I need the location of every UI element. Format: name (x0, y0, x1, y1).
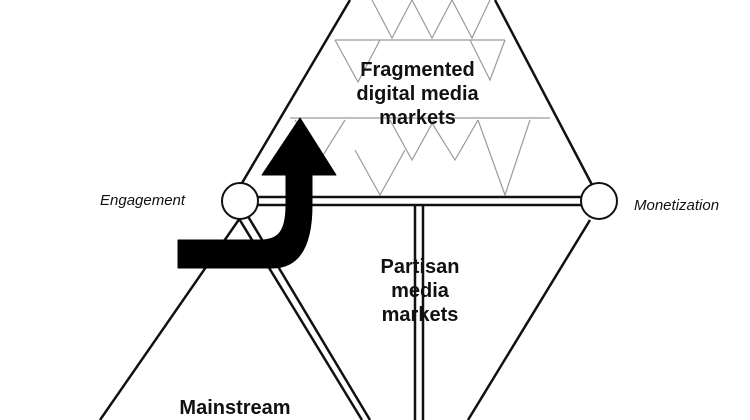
fragmented-label-line-2: digital media (356, 83, 479, 105)
mainstream-label-line-1: Mainstream (179, 397, 291, 419)
partisan-label-line-2: media (391, 280, 449, 302)
top-triangle-right-edge (493, 0, 602, 201)
engagement-label: Engagement (100, 192, 186, 209)
partisan-label-line-1: Partisan (380, 256, 460, 278)
monetization-node (580, 182, 618, 220)
mainstream-markets-label: Mainstream (160, 396, 310, 420)
monetization-label: Monetization (634, 197, 720, 214)
top-triangle-left-edge (230, 0, 352, 201)
fragmented-label-line-3: markets (379, 107, 456, 129)
partisan-right-edge (466, 219, 592, 420)
fragmented-label-line-1: Fragmented (360, 59, 475, 81)
partisan-label-line-3: markets (381, 304, 459, 326)
engagement-node (221, 182, 259, 220)
curved-arrow-icon (177, 117, 337, 269)
fragmented-markets-label: Fragmented digital media markets (330, 58, 505, 130)
partisan-markets-label: Partisan media markets (350, 255, 490, 327)
fragmentation-grid (290, 0, 550, 197)
